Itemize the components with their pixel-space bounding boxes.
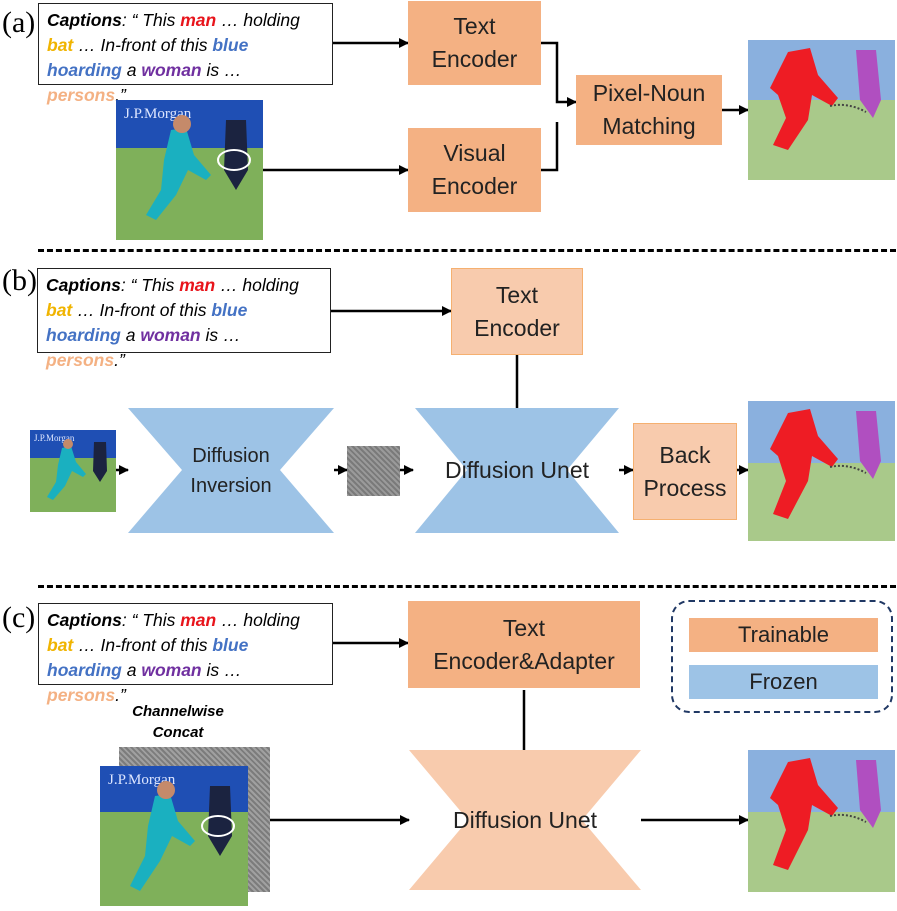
divider-top xyxy=(38,249,896,252)
svg-text:J.P.Morgan: J.P.Morgan xyxy=(34,433,75,443)
b-caption-box: Captions: “ This man … holding bat … In-… xyxy=(37,268,331,370)
a-caption-box: Captions: “ This man … holding bat … In-… xyxy=(38,3,333,105)
legend-frozen: Frozen xyxy=(689,665,878,699)
b-diffusion-inversion-shape xyxy=(128,408,334,533)
c-channelwise-concat-label: Channelwise Concat xyxy=(132,703,224,741)
banner-text: J.P.Morgan xyxy=(124,106,192,122)
b-diffusion-inversion: Diffusion Inversion xyxy=(190,444,272,497)
word-persons: persons xyxy=(47,85,116,105)
c-input-photo: J.P.Morgan xyxy=(100,766,248,906)
panel-label-a: (a) xyxy=(2,6,36,39)
b-output-mask xyxy=(748,401,895,541)
c-diffusion-unet: Diffusion Unet xyxy=(452,806,598,833)
c-text-encoder-adapter: Text Encoder&Adapter xyxy=(408,601,640,688)
word-hoarding: hoarding xyxy=(47,60,122,80)
word-woman: woman xyxy=(141,60,202,80)
a-output-mask xyxy=(748,40,895,180)
b-diffusion-unet-shape xyxy=(415,408,619,533)
c-diffusion-unet-shape xyxy=(409,750,641,890)
panel-label-c: (c) xyxy=(2,601,36,634)
caption-label: Captions xyxy=(47,10,122,30)
arrow-a-visual-to-matching xyxy=(541,122,559,172)
b-text-encoder: Text Encoder xyxy=(451,268,583,355)
divider-bottom xyxy=(38,585,896,588)
legend-trainable: Trainable xyxy=(689,618,878,652)
a-input-photo: J.P.Morgan xyxy=(116,100,263,240)
b-diffusion-unet: Diffusion Unet xyxy=(444,457,590,483)
legend: Trainable Frozen xyxy=(671,600,893,713)
a-text-encoder: Text Encoder xyxy=(408,1,541,85)
b-back-process: Back Process xyxy=(633,423,737,520)
panel-label-b: (b) xyxy=(2,264,37,297)
c-output-mask xyxy=(748,750,895,892)
word-blue: blue xyxy=(212,35,249,55)
b-input-photo: J.P.Morgan xyxy=(30,430,116,512)
a-visual-encoder: Visual Encoder xyxy=(408,128,541,212)
c-caption-box: Captions: “ This man … holding bat … In-… xyxy=(38,603,333,705)
arrow-a-text-to-matching xyxy=(541,41,577,107)
word-man: man xyxy=(180,10,217,30)
b-noise-latent xyxy=(347,446,400,496)
word-bat: bat xyxy=(47,35,74,55)
a-pixel-noun-matching: Pixel-Noun Matching xyxy=(576,75,722,145)
svg-text:J.P.Morgan: J.P.Morgan xyxy=(108,772,176,788)
